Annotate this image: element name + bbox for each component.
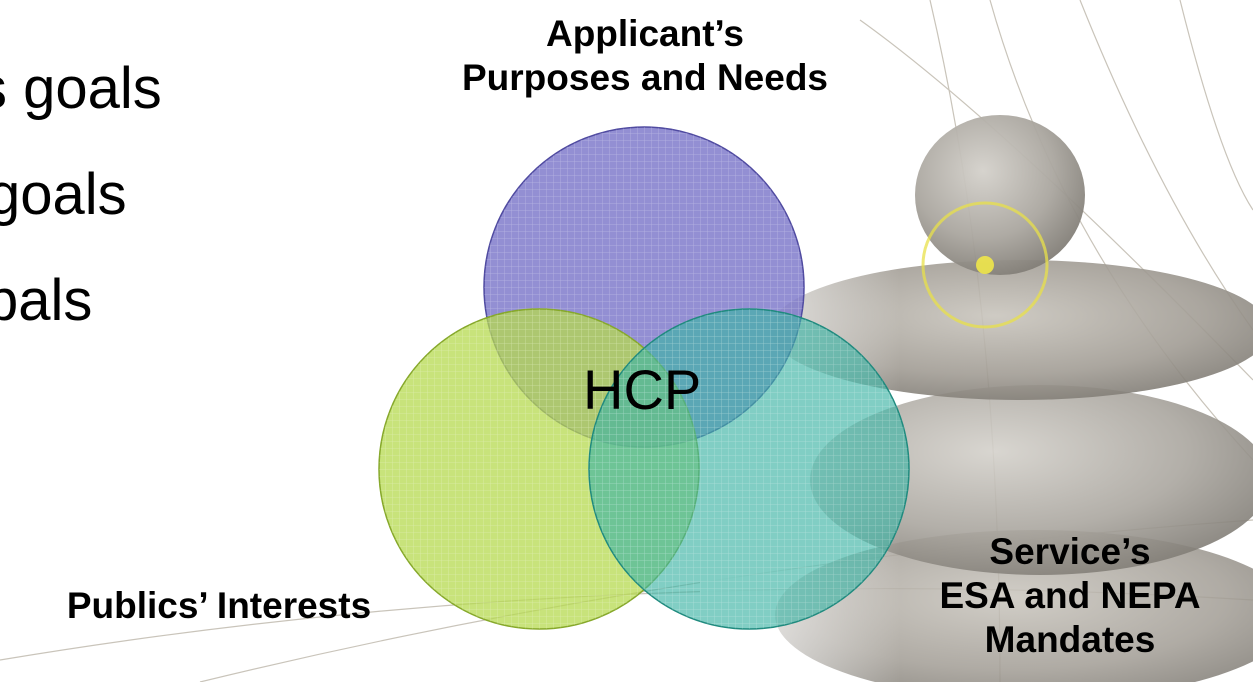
bullet-line-3: bals — [0, 268, 93, 333]
service-label-line-3: Mandates — [984, 619, 1156, 660]
highlight-ring — [921, 201, 1049, 329]
service-label-line-1: Service’s — [989, 531, 1151, 572]
publics-label-line-1: Publics’ Interests — [66, 585, 372, 626]
service-label-line-2: ESA and NEPA — [939, 575, 1201, 616]
bullet-line-2: goals — [0, 162, 127, 227]
hcp-center-label: HCP — [583, 358, 702, 421]
applicant-label-line-2: Purposes and Needs — [461, 57, 828, 98]
service-label: Service’s ESA and NEPA Mandates — [890, 530, 1250, 662]
publics-label: Publics’ Interests — [14, 584, 424, 628]
bullet-line-1: s goals — [0, 56, 162, 121]
venn-diagram — [378, 126, 910, 630]
applicant-label-line-1: Applicant’s — [545, 13, 745, 54]
applicant-label: Applicant’s Purposes and Needs — [400, 12, 890, 100]
